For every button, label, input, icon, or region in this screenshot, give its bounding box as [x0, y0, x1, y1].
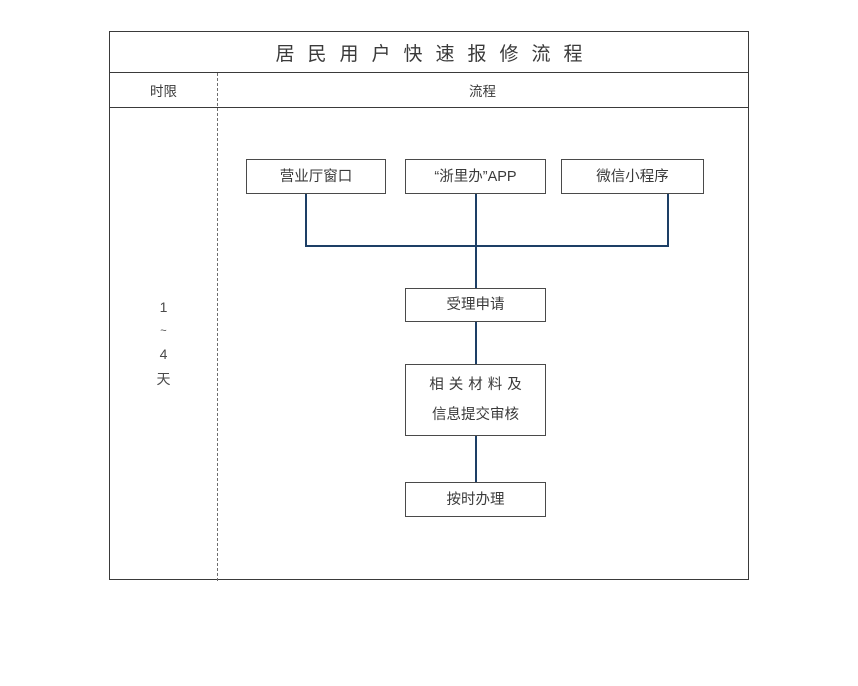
connector-accept-to-review [475, 322, 477, 364]
timeframe-separator: ~ [160, 325, 167, 337]
flow-header-cell: 流程 [217, 73, 748, 107]
table-body: 1 ~ 4 天 营业厅窗口 “浙里办”APP 微信小程序 [110, 108, 748, 579]
timeframe-unit: 天 [156, 371, 171, 387]
column-header-row: 时限 流程 [110, 73, 748, 108]
timeframe-header-cell: 时限 [110, 73, 217, 107]
node-material-review-line2: 信息提交审核 [432, 407, 519, 423]
node-zhelibanapp-label: “浙里办”APP [434, 168, 517, 185]
flowchart-table: 居民用户快速报修流程 时限 流程 1 ~ 4 天 [109, 31, 749, 581]
flow-header-label: 流程 [469, 84, 496, 99]
timeframe-column: 1 ~ 4 天 [110, 108, 217, 579]
node-wechat-miniprogram[interactable]: 微信小程序 [561, 159, 704, 194]
node-accept-application[interactable]: 受理申请 [405, 288, 546, 322]
flow-column: 营业厅窗口 “浙里办”APP 微信小程序 受理申请 相关材料及 信息提交审核 按… [217, 108, 748, 579]
timeframe-header-label: 时限 [150, 84, 177, 99]
page-title: 居民用户快速报修流程 [275, 43, 596, 65]
timeframe-from: 1 [159, 299, 168, 315]
column-divider [217, 73, 218, 581]
timeframe-to: 4 [159, 346, 168, 362]
node-on-time-processing-label: 按时办理 [446, 491, 505, 508]
connector-miniapp-down [667, 194, 669, 246]
node-zhelibanapp[interactable]: “浙里办”APP [405, 159, 546, 194]
connector-merge-bar [305, 245, 669, 247]
node-material-review-line1: 相关材料及 [429, 377, 527, 393]
node-service-hall-window-label: 营业厅窗口 [279, 168, 353, 185]
connector-review-to-handle [475, 436, 477, 482]
title-row: 居民用户快速报修流程 [110, 32, 748, 73]
node-service-hall-window[interactable]: 营业厅窗口 [246, 159, 386, 194]
node-wechat-miniprogram-label: 微信小程序 [596, 168, 669, 185]
node-accept-application-label: 受理申请 [446, 297, 505, 313]
node-on-time-processing[interactable]: 按时办理 [405, 482, 546, 517]
connector-window-down [305, 194, 307, 246]
node-material-review[interactable]: 相关材料及 信息提交审核 [405, 364, 546, 436]
connector-app-down [475, 194, 477, 288]
